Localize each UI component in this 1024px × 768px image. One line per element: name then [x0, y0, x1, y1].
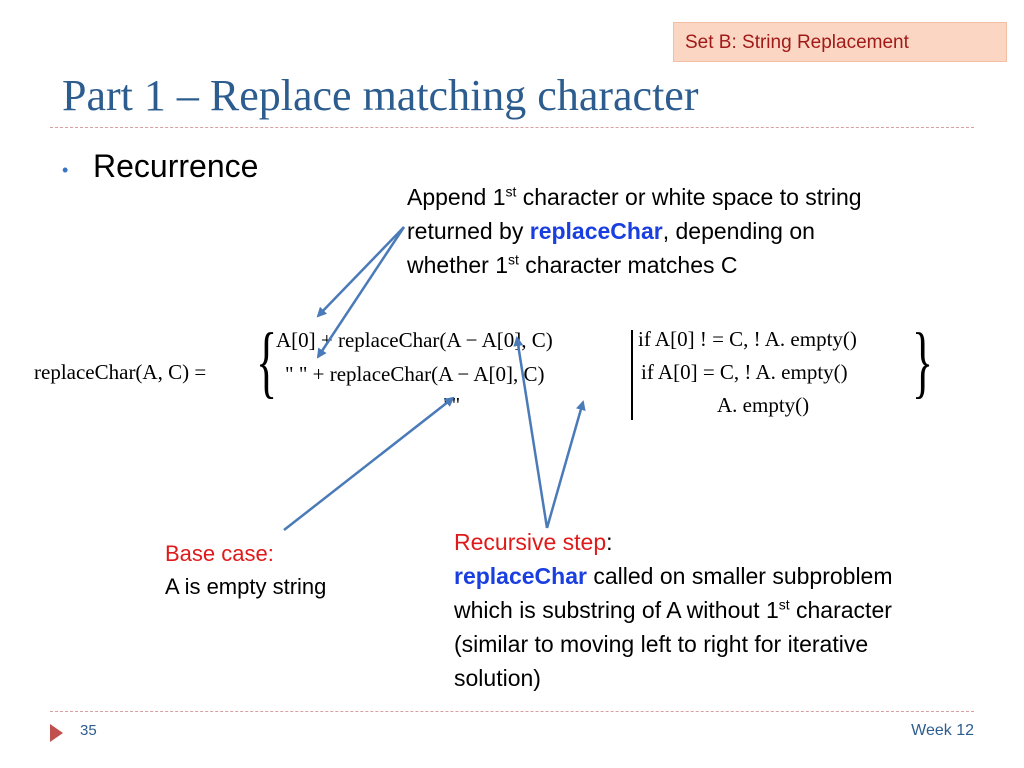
footer-divider: [50, 711, 974, 712]
formula-case-2: " " + replaceChar(A − A[0], C): [285, 362, 545, 386]
formula-condition-2: if A[0] = C, ! A. empty(): [641, 360, 848, 384]
slide-title: Part 1 – Replace matching character: [62, 71, 699, 120]
arrow-to-recursive-call-2: [545, 400, 586, 529]
left-brace-icon: {: [256, 318, 278, 406]
arrow-to-base-case: [283, 396, 455, 531]
title-divider: [50, 127, 974, 128]
bullet-recurrence: Recurrence: [93, 148, 259, 184]
slide-number: 35: [80, 722, 97, 739]
bullet-icon: •: [62, 160, 69, 180]
arrow-to-first-char: [316, 226, 405, 318]
base-case-note: Base case: A is empty string: [165, 541, 327, 599]
formula-lhs: replaceChar(A, C) =: [34, 360, 207, 384]
arrow-to-recursive-call-1: [513, 336, 549, 529]
formula-condition-1: if A[0] ! = C, ! A. empty(): [638, 327, 857, 351]
recursive-step-note: Recursive step: replaceChar called on sm…: [454, 529, 893, 691]
condition-separator: [631, 330, 633, 420]
append-note: Append 1st character or white space to s…: [407, 183, 862, 278]
play-arrow-icon: [50, 724, 63, 742]
right-brace-icon: }: [912, 318, 934, 406]
set-tag: Set B: String Replacement: [673, 22, 1007, 62]
footer-week: Week 12: [911, 722, 974, 739]
arrow-to-white-space: [316, 226, 406, 359]
formula-condition-3: A. empty(): [717, 393, 810, 417]
